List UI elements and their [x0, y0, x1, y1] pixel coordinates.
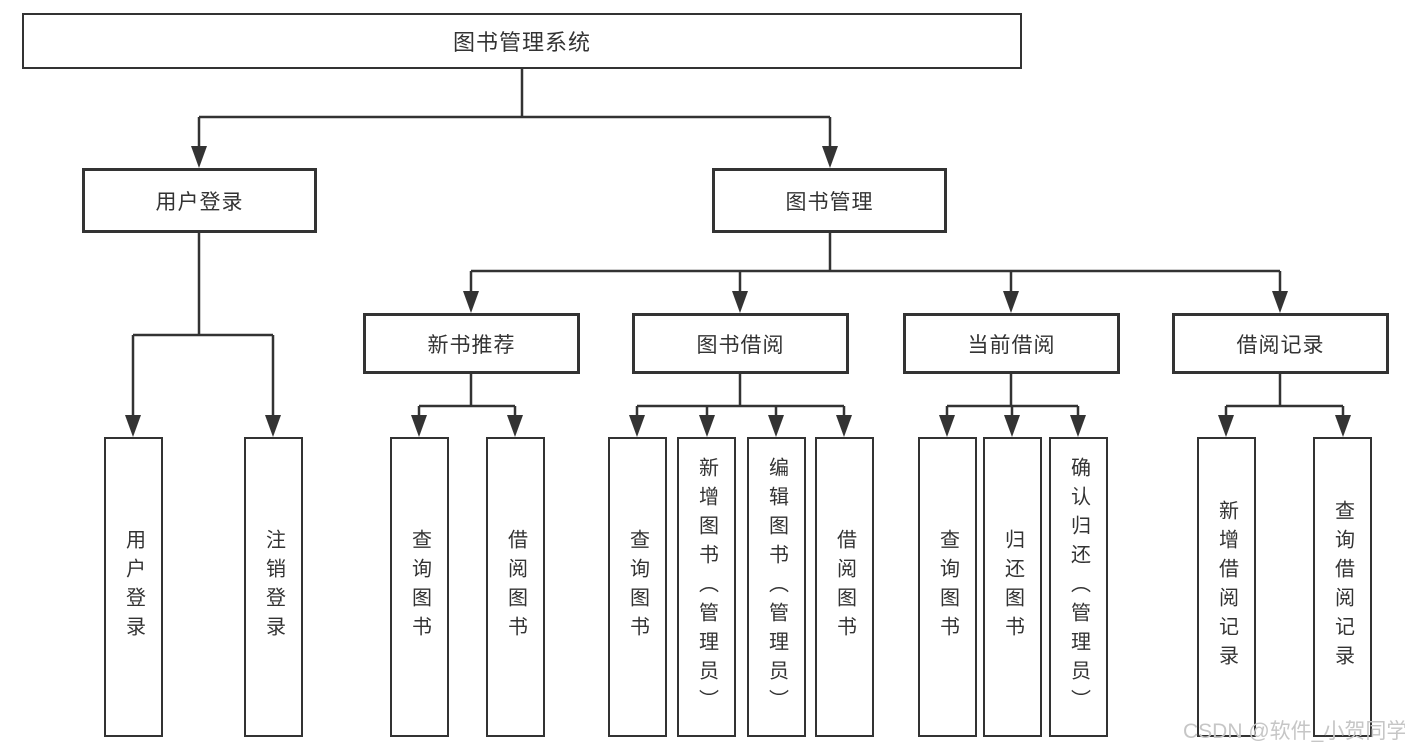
arrow-down-icon: [822, 146, 838, 168]
arrow-down-icon: [191, 146, 207, 168]
leaf-query-borrow-record: 查询借阅记录: [1313, 437, 1372, 737]
leaf-user-login: 用户登录: [104, 437, 163, 737]
leaf-add-books-admin-label: 新增图书（管理员）: [695, 456, 718, 718]
arrow-down-icon: [1218, 415, 1234, 437]
leaf-newbook-borrow-books: 借阅图书: [486, 437, 545, 737]
node-book-borrow-label: 图书借阅: [696, 333, 785, 357]
arrow-down-icon: [629, 415, 645, 437]
leaf-current-query-books-label: 查询图书: [936, 529, 959, 645]
node-book-management-label: 图书管理: [785, 190, 874, 214]
node-root: 图书管理系统: [22, 13, 1022, 69]
node-current-borrow: 当前借阅: [903, 313, 1120, 374]
leaf-newbook-query-books-label: 查询图书: [408, 529, 431, 645]
leaf-borrow-borrow-books: 借阅图书: [815, 437, 874, 737]
csdn-watermark: CSDN @软件_小贺同学: [1183, 720, 1405, 743]
arrow-down-icon: [125, 415, 141, 437]
leaf-add-borrow-record-label: 新增借阅记录: [1215, 500, 1238, 674]
arrow-down-icon: [411, 415, 427, 437]
leaf-edit-books-admin-label: 编辑图书（管理员）: [765, 456, 788, 718]
arrow-down-icon: [265, 415, 281, 437]
leaf-borrow-borrow-books-label: 借阅图书: [833, 529, 856, 645]
node-borrow-records: 借阅记录: [1172, 313, 1389, 374]
leaf-query-borrow-record-label: 查询借阅记录: [1331, 500, 1354, 674]
arrow-down-icon: [1003, 291, 1019, 313]
node-user-login-label: 用户登录: [155, 190, 244, 214]
node-user-login: 用户登录: [82, 168, 317, 233]
arrow-down-icon: [699, 415, 715, 437]
connector-paths: [131, 68, 1345, 416]
arrowhead-icons: [125, 146, 1351, 437]
leaf-newbook-query-books: 查询图书: [390, 437, 449, 737]
node-new-book-recommend-label: 新书推荐: [427, 333, 516, 357]
node-book-borrow: 图书借阅: [632, 313, 849, 374]
arrow-down-icon: [463, 291, 479, 313]
arrow-down-icon: [1004, 415, 1020, 437]
node-book-management: 图书管理: [712, 168, 947, 233]
node-root-label: 图书管理系统: [452, 30, 591, 55]
leaf-newbook-borrow-books-label: 借阅图书: [504, 529, 527, 645]
leaf-current-query-books: 查询图书: [918, 437, 977, 737]
leaf-confirm-return-admin-label: 确认归还（管理员）: [1067, 456, 1090, 718]
leaf-user-login-label: 用户登录: [122, 529, 145, 645]
leaf-return-books: 归还图书: [983, 437, 1042, 737]
leaf-borrow-query-books-label: 查询图书: [626, 529, 649, 645]
node-current-borrow-label: 当前借阅: [967, 333, 1056, 357]
leaf-confirm-return-admin: 确认归还（管理员）: [1049, 437, 1108, 737]
leaf-add-books-admin: 新增图书（管理员）: [677, 437, 736, 737]
leaf-edit-books-admin: 编辑图书（管理员）: [747, 437, 806, 737]
leaf-borrow-query-books: 查询图书: [608, 437, 667, 737]
node-borrow-records-label: 借阅记录: [1236, 333, 1325, 357]
node-new-book-recommend: 新书推荐: [363, 313, 580, 374]
leaf-logout: 注销登录: [244, 437, 303, 737]
arrow-down-icon: [768, 415, 784, 437]
leaf-logout-label: 注销登录: [262, 529, 285, 645]
arrow-down-icon: [1070, 415, 1086, 437]
leaf-add-borrow-record: 新增借阅记录: [1197, 437, 1256, 737]
arrow-down-icon: [836, 415, 852, 437]
arrow-down-icon: [1272, 291, 1288, 313]
arrow-down-icon: [1335, 415, 1351, 437]
arrow-down-icon: [507, 415, 523, 437]
arrow-down-icon: [732, 291, 748, 313]
arrow-down-icon: [939, 415, 955, 437]
leaf-return-books-label: 归还图书: [1001, 529, 1024, 645]
